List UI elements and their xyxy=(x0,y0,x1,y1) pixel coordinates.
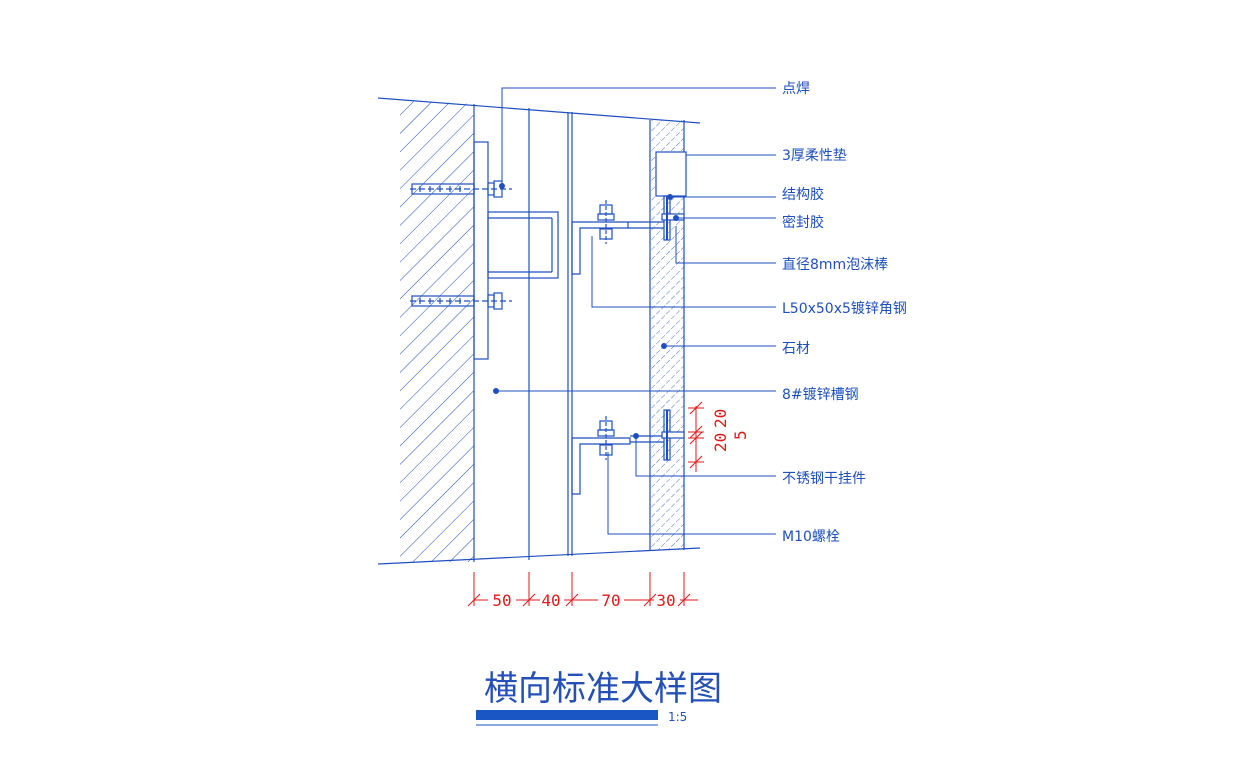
channel-steel-keel xyxy=(528,108,573,560)
leader-angle-steel xyxy=(591,236,776,308)
drawing-title: 横向标准大样图 xyxy=(484,669,722,709)
drawing-scale: 1:5 xyxy=(668,710,687,724)
wall-angle-connector xyxy=(487,211,559,279)
dim-vertical-b: 20 xyxy=(711,433,730,452)
dim-bottom-2: 40 xyxy=(541,591,560,610)
leader-foam-rod xyxy=(675,226,776,264)
dim-vertical-a: 20 xyxy=(711,409,730,428)
leader-sealant xyxy=(673,215,776,221)
label-channel-steel: 8#镀锌槽钢 xyxy=(782,386,859,403)
embedded-plate xyxy=(473,141,489,360)
leader-spot-weld xyxy=(499,87,776,189)
label-angle-steel: L50x50x5镀锌角钢 xyxy=(782,300,907,317)
dim-vertical-c: 5 xyxy=(731,430,750,440)
dim-bottom-1: 50 xyxy=(492,591,511,610)
title-underline-bar xyxy=(476,710,658,720)
leader-channel-steel xyxy=(493,388,776,394)
leader-stainless-hanger xyxy=(633,433,776,477)
label-spot-weld: 点焊 xyxy=(782,81,810,97)
label-flexible-pad: 3厚柔性垫 xyxy=(782,148,847,164)
upper-stainless-hanger xyxy=(628,195,685,241)
label-stone: 石材 xyxy=(782,341,810,357)
label-sealant: 密封胶 xyxy=(782,214,824,231)
bottom-dimension-chain xyxy=(467,572,698,607)
vertical-dimension-chain xyxy=(688,401,704,472)
title-block: 横向标准大样图 1:5 xyxy=(476,669,722,726)
upper-angle-steel xyxy=(571,200,629,275)
lower-angle-steel xyxy=(571,416,631,495)
dim-bottom-3: 70 xyxy=(601,591,620,610)
dim-bottom-4: 30 xyxy=(656,591,675,610)
label-stainless-hanger: 不锈钢干挂件 xyxy=(782,471,866,487)
label-bolt: M10螺栓 xyxy=(782,529,840,545)
label-structural-adhesive: 结构胶 xyxy=(782,186,824,203)
leader-stone xyxy=(661,343,776,349)
anchor-bolt-bottom xyxy=(410,292,512,310)
leader-bolt xyxy=(607,452,776,535)
stone-panel xyxy=(649,120,687,550)
label-foam-rod: 直径8mm泡沫棒 xyxy=(782,256,888,273)
leader-structural-adhesive xyxy=(667,194,776,200)
